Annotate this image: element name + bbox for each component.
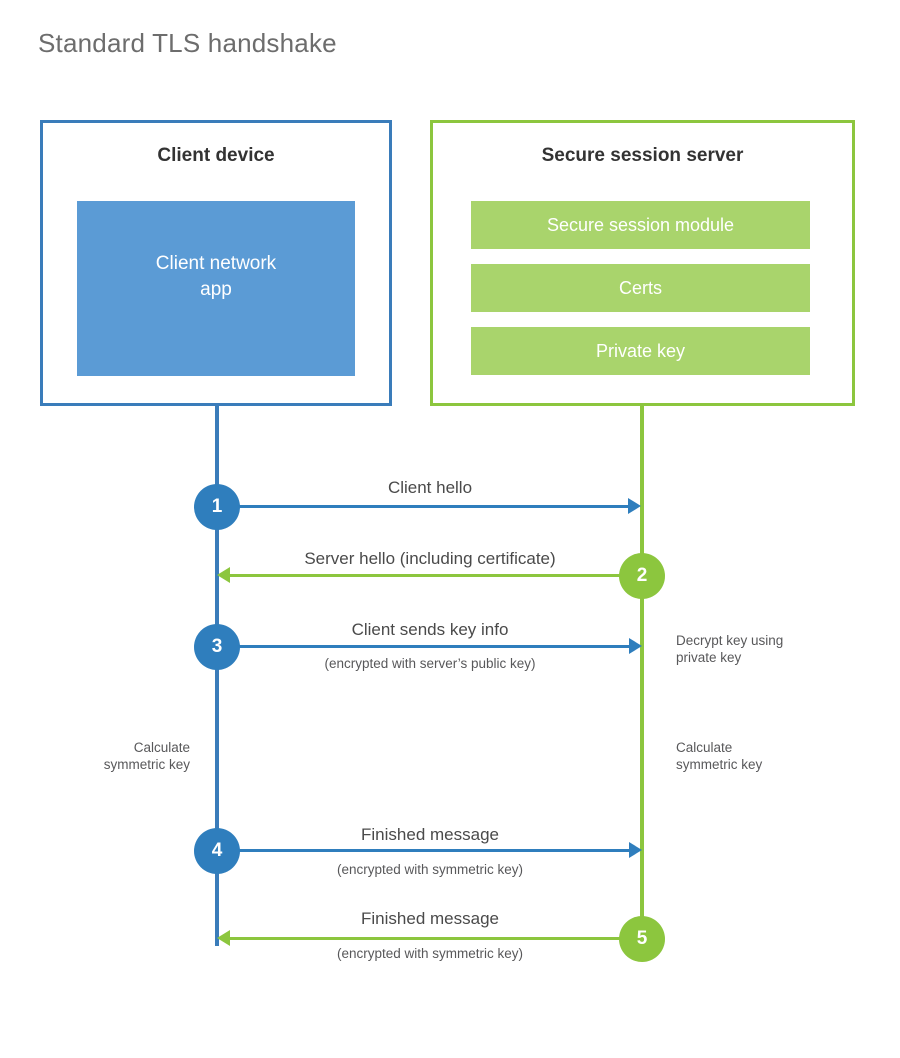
annotation-server-symmetric-line1: Calculate xyxy=(676,740,733,755)
client-network-app-block: Client network app xyxy=(77,201,355,376)
annotation-decrypt-key-line1: Decrypt key using xyxy=(676,633,784,648)
message-5-label: Finished message xyxy=(361,909,499,928)
step-marker-1: 1 xyxy=(194,484,240,530)
message-1-label: Client hello xyxy=(387,478,473,497)
message-arrow-5-line xyxy=(230,937,642,940)
message-arrow-4-line xyxy=(217,849,631,852)
annotation-decrypt-key: Decrypt key using private key xyxy=(676,632,856,667)
page-title: Standard TLS handshake xyxy=(38,28,337,58)
client-device-title: Client device xyxy=(157,145,275,166)
message-arrow-2-head-icon xyxy=(217,567,230,583)
step-marker-2: 2 xyxy=(619,553,665,599)
annotation-decrypt-key-line2: private key xyxy=(676,650,742,666)
client-app-label-line2: app xyxy=(200,279,232,301)
server-component-secure-session-module: Secure session module xyxy=(471,201,810,249)
server-component-private-key: Private key xyxy=(471,327,810,375)
annotation-client-symmetric-line2: symmetric key xyxy=(103,757,190,773)
message-arrow-2-line xyxy=(230,574,642,577)
message-4-sublabel: (encrypted with symmetric key) xyxy=(336,862,524,877)
message-arrow-1-line xyxy=(217,505,630,508)
annotation-client-calculate-symmetric-key: Calculate symmetric key xyxy=(20,739,190,774)
step-marker-3: 3 xyxy=(194,624,240,670)
message-arrow-1-head-icon xyxy=(628,498,641,514)
message-arrow-3-head-icon xyxy=(629,638,642,654)
client-device-box: Client device Client network app xyxy=(40,120,392,406)
message-arrow-5-head-icon xyxy=(217,930,230,946)
message-arrow-4-head-icon xyxy=(629,842,642,858)
client-app-label-line1: Client network xyxy=(155,253,277,274)
secure-session-server-box: Secure session server Secure session mod… xyxy=(430,120,855,406)
message-2-label: Server hello (including certificate) xyxy=(304,549,556,568)
annotation-server-calculate-symmetric-key: Calculate symmetric key xyxy=(676,739,856,774)
message-3-label: Client sends key info xyxy=(351,620,509,639)
step-marker-5: 5 xyxy=(619,916,665,962)
message-4-label: Finished message xyxy=(361,825,499,844)
message-arrow-3-line xyxy=(217,645,631,648)
server-component-certs: Certs xyxy=(471,264,810,312)
annotation-client-symmetric-line1: Calculate xyxy=(133,740,190,755)
message-3-sublabel: (encrypted with server’s public key) xyxy=(324,656,536,671)
server-lifeline xyxy=(640,406,644,939)
client-lifeline xyxy=(215,406,219,946)
message-5-sublabel: (encrypted with symmetric key) xyxy=(336,946,524,961)
step-marker-4: 4 xyxy=(194,828,240,874)
secure-session-server-title: Secure session server xyxy=(541,145,744,166)
annotation-server-symmetric-line2: symmetric key xyxy=(676,757,763,773)
